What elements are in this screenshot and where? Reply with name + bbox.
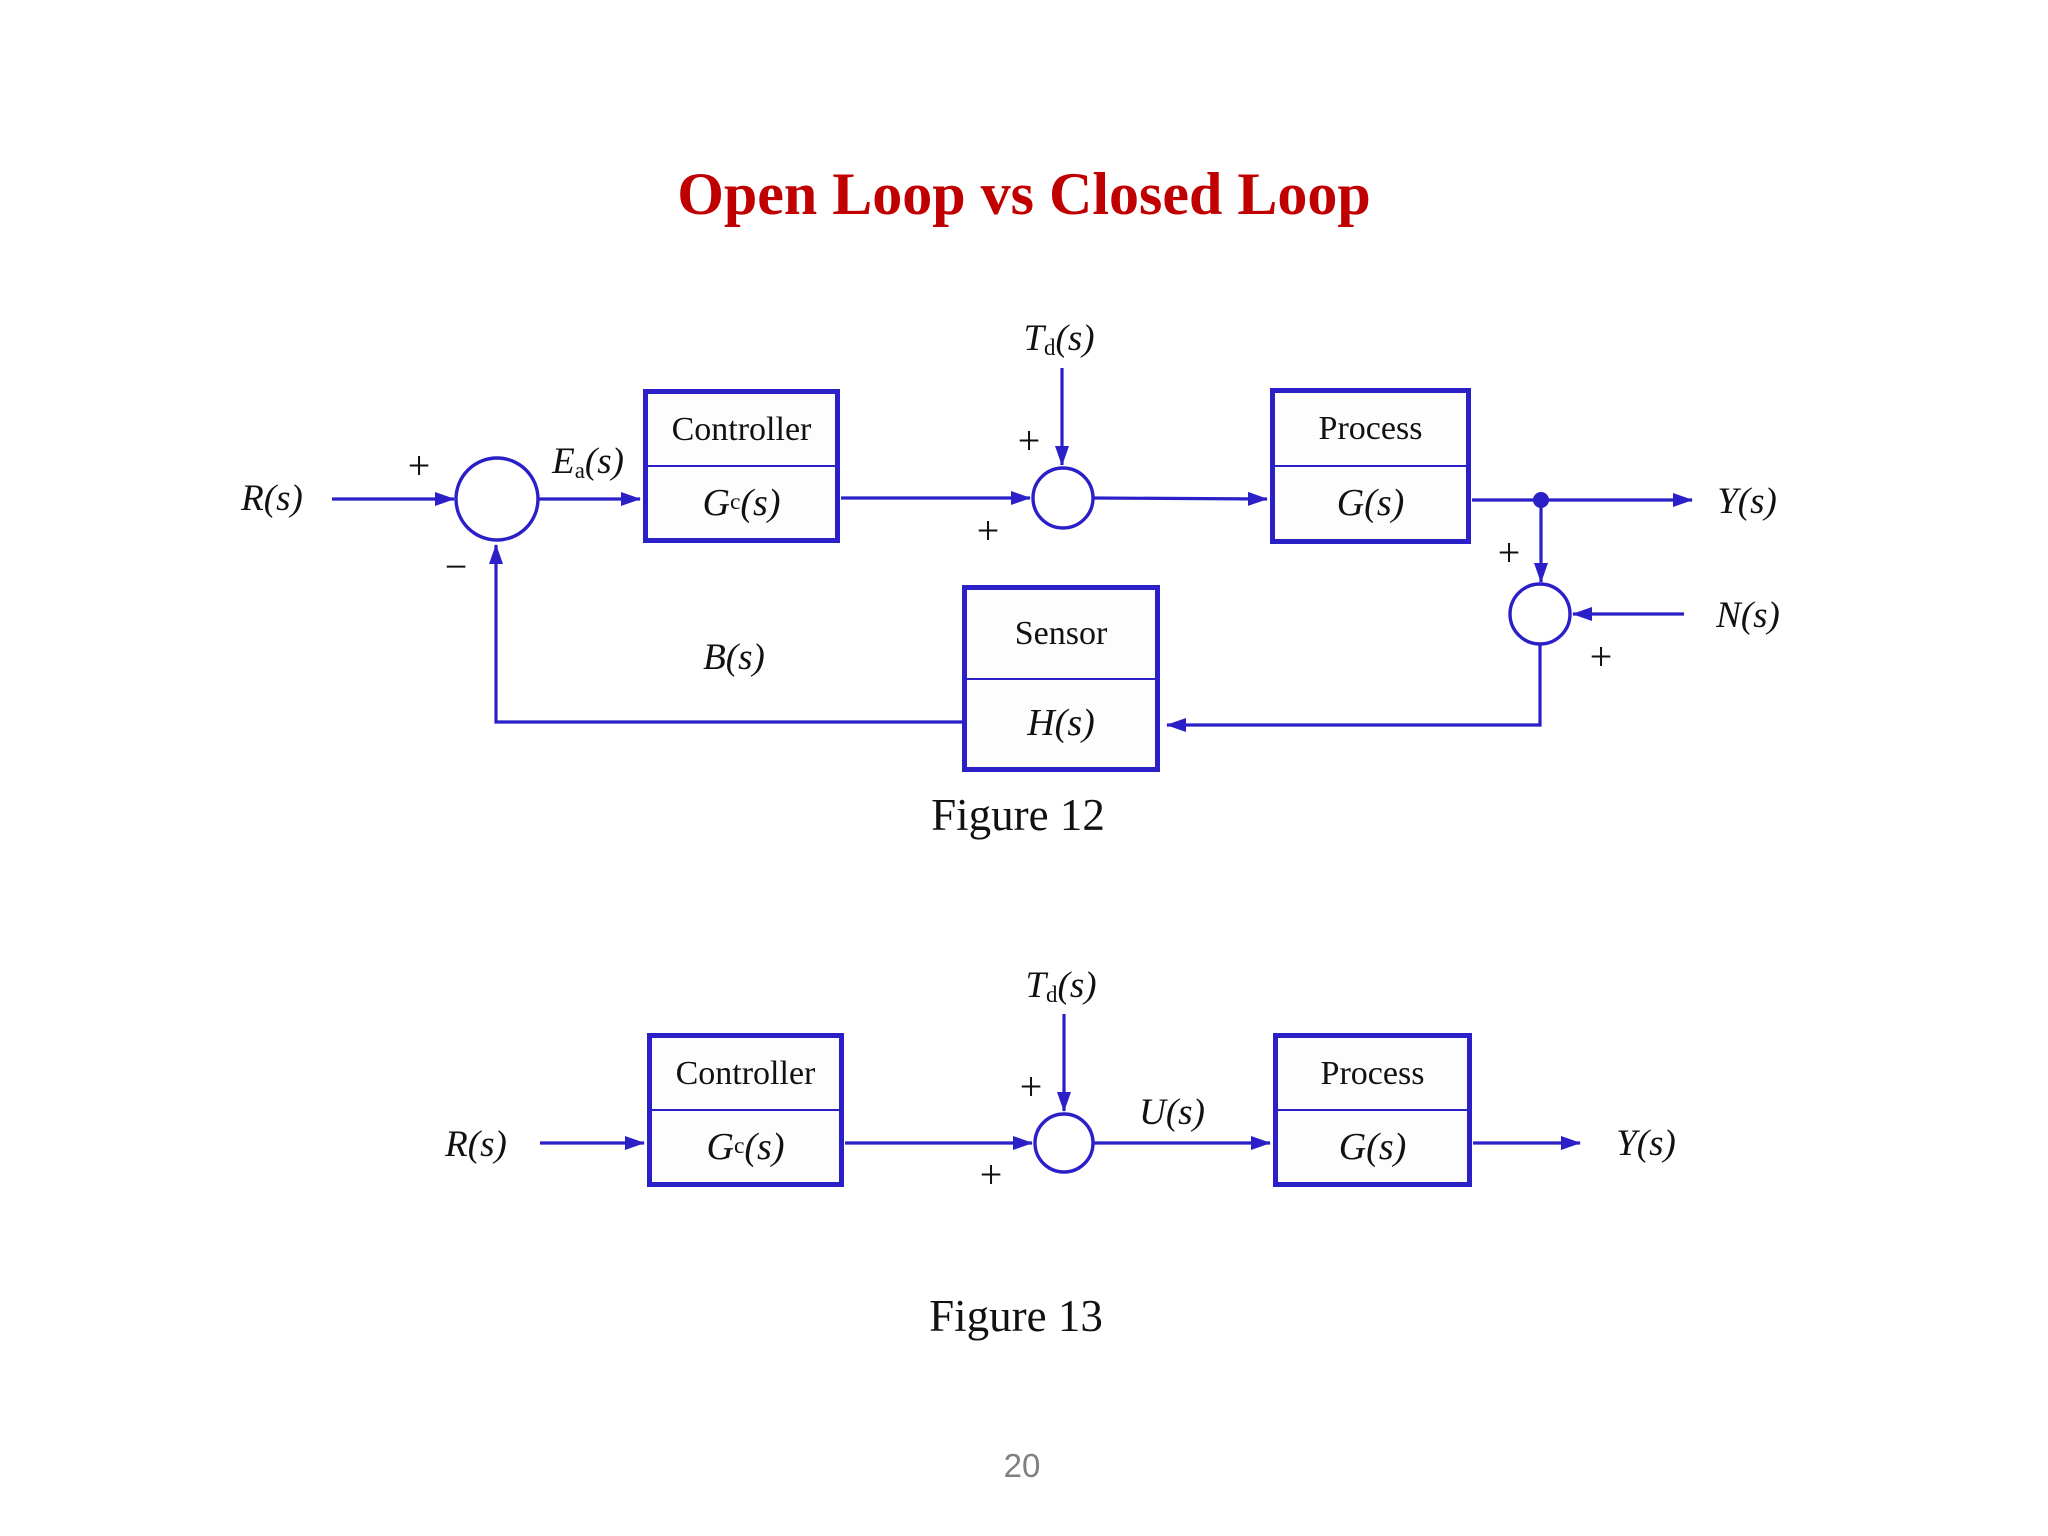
fig13-process-title: Process [1278, 1038, 1467, 1111]
fig13-caption: Figure 13 [929, 1291, 1103, 1341]
fig12-sum2-plus-left-sign: + [976, 508, 1000, 553]
tf-main: G [706, 1125, 734, 1168]
sig-main: R [241, 477, 264, 519]
fig12-output-label: Y(s) [1717, 480, 1777, 524]
sig-main: E [552, 440, 575, 482]
fig12-sum3-plus-right-sign: + [1589, 634, 1613, 679]
fig12-error-label: Ea(s) [552, 440, 624, 484]
sig-main: T [1025, 964, 1047, 1006]
fig12-sensor-tf: H(s) [967, 680, 1155, 768]
fig13-process-tf: G(s) [1278, 1111, 1467, 1182]
tf-main: G [702, 481, 730, 524]
sig-rest: (s) [1055, 317, 1095, 359]
tf-sub: c [729, 489, 741, 515]
sig-sub: d [1044, 335, 1056, 361]
sig-main: B [703, 636, 726, 678]
fig12-sum3-to-sensor-arrow [1166, 644, 1542, 732]
tf-sub: c [733, 1133, 745, 1159]
fig12-feedback-arrow [489, 544, 962, 724]
sig-rest: (s) [584, 440, 624, 482]
sig-rest: (s) [1740, 594, 1780, 636]
tf-main: G [1338, 1125, 1367, 1168]
sig-rest: (s) [1636, 1122, 1676, 1164]
sig-main: Y [1717, 480, 1738, 522]
sig-rest: (s) [725, 636, 765, 678]
sig-rest: (s) [1165, 1091, 1205, 1133]
tf-rest: (s) [1054, 702, 1095, 745]
sig-main: Y [1616, 1122, 1637, 1164]
fig12-controller-title: Controller [648, 394, 835, 467]
fig13-sum-plus-left-sign: + [979, 1152, 1003, 1197]
tf-main: G [1336, 482, 1365, 524]
sig-main: R [445, 1123, 468, 1165]
fig13-input-label: R(s) [445, 1123, 507, 1167]
sig-sub: a [574, 458, 585, 484]
tf-rest: (s) [744, 1125, 785, 1168]
fig12-process-block: Process G(s) [1270, 388, 1471, 544]
tf-rest: (s) [1366, 1125, 1407, 1168]
sig-main: N [1716, 594, 1741, 636]
fig13-process-block: Process G(s) [1273, 1033, 1472, 1187]
sig-sub: d [1046, 982, 1058, 1008]
sig-rest: (s) [467, 1123, 507, 1165]
fig12-noise-label: N(s) [1716, 594, 1780, 638]
fig12-sum2-to-process-arrow [1092, 491, 1268, 506]
tf-rest: (s) [740, 481, 781, 524]
fig12-sensor-block: Sensor H(s) [962, 585, 1160, 772]
fig12-process-tf: G(s) [1275, 467, 1466, 539]
sig-rest: (s) [263, 477, 303, 519]
sig-rest: (s) [1737, 480, 1777, 522]
fig12-sum2-plus-top-sign: + [1017, 418, 1041, 463]
tf-rest: (s) [1364, 482, 1405, 524]
fig12-sensor-title: Sensor [967, 590, 1155, 680]
fig12-sum3-plus-top-sign: + [1497, 530, 1521, 575]
fig13-sum-plus-top-sign: + [1019, 1064, 1043, 1109]
tf-main: H [1027, 702, 1055, 745]
fig12-input-label: R(s) [241, 477, 303, 521]
fig12-sum1-minus-sign: − [444, 544, 468, 589]
fig12-sum1-plus-sign: + [407, 443, 431, 488]
fig12-process-title: Process [1275, 393, 1466, 467]
sig-rest: (s) [1057, 964, 1097, 1006]
sig-main: U [1139, 1091, 1166, 1133]
sig-main: T [1023, 317, 1045, 359]
fig12-caption: Figure 12 [931, 790, 1105, 840]
page-number: 20 [1003, 1447, 1041, 1484]
fig13-disturbance-label: Td(s) [1025, 964, 1096, 1008]
fig13-controller-title: Controller [652, 1038, 839, 1111]
fig12-disturbance-label: Td(s) [1023, 317, 1094, 361]
slide-title: Open Loop vs Closed Loop [677, 161, 1371, 227]
fig13-control-label: U(s) [1139, 1091, 1205, 1135]
fig12-branch-node [1533, 492, 1549, 508]
fig12-feedback-label: B(s) [703, 636, 765, 680]
fig13-output-label: Y(s) [1616, 1122, 1676, 1166]
